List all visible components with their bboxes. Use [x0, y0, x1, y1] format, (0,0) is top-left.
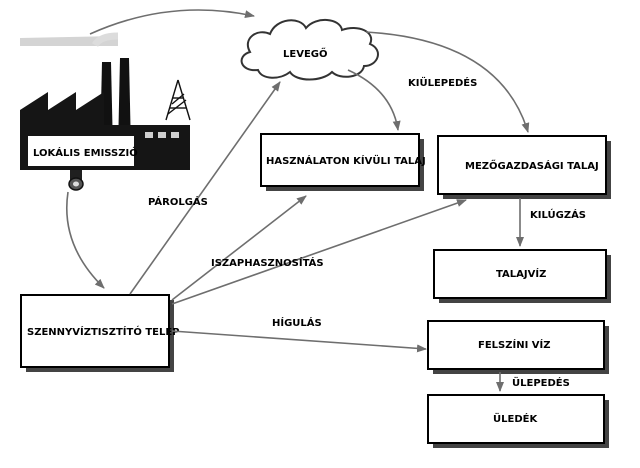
node-label-wwtp: SZENNYVÍZTISZTÍTÓ TELEP	[27, 325, 180, 338]
node-label-unused-soil: HASZNÁLATON KÍVÜLI TALAJ	[266, 153, 426, 167]
node-label-factory: LOKÁLIS EMISSZIÓ	[33, 146, 138, 159]
arrow-factory-to-air	[89, 9, 255, 35]
arrow-wwtp-to-agri-soil	[171, 199, 467, 305]
box-agri-soil	[437, 135, 611, 199]
node-label-sediment: ÜLEDÉK	[493, 411, 538, 425]
box-wwtp	[20, 294, 174, 372]
arrow-wwtp-to-surface-water	[171, 330, 427, 353]
arrow-factory-to-wwtp	[66, 191, 105, 289]
cloud-shape	[240, 19, 379, 81]
edge-label-deposition: KIÜLEPEDÉS	[408, 75, 477, 89]
arrow-wwtp-to-unused-soil	[171, 195, 307, 301]
arrow-air-to-unused-soil	[347, 69, 401, 131]
edge-label-evaporation: PÁROLGÁS	[148, 195, 208, 208]
box-sediment	[427, 394, 609, 448]
factory-icon	[20, 32, 191, 191]
node-label-surface-water: FELSZÍNI VÍZ	[478, 338, 551, 351]
arrow-air-to-agri-soil	[365, 31, 530, 133]
arrow-wwtp-to-air	[129, 81, 281, 295]
node-label-groundwater: TALAJVÍZ	[496, 267, 546, 280]
edge-label-sludge-use: ISZAPHASZNOSÍTÁS	[211, 256, 324, 269]
node-label-air: LEVEGŐ	[283, 46, 327, 60]
edge-label-dilution: HÍGULÁS	[272, 316, 322, 329]
edge-label-leaching: KILÚGZÁS	[530, 208, 586, 221]
edge-label-sedimentation: ÜLEPEDÉS	[512, 375, 570, 389]
box-groundwater	[433, 249, 611, 303]
box-surface-water	[427, 320, 609, 374]
node-label-agri-soil: MEZŐGAZDASÁGI TALAJ	[465, 158, 599, 172]
box-unused-soil	[260, 133, 424, 191]
